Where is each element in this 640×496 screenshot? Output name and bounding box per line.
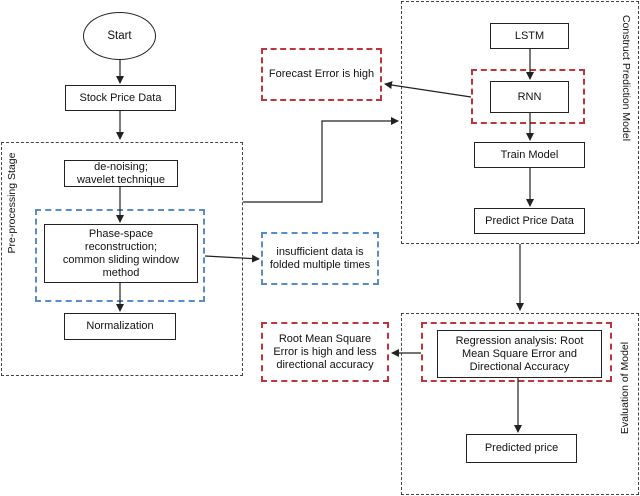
rnn-highlight: [471, 69, 585, 124]
normalization-node: Normalization: [64, 313, 176, 340]
insufficient-data-note: insufficient data is folded multiple tim…: [261, 232, 379, 285]
rnn-node: RNN: [490, 81, 569, 113]
evaluation-stage-box: [401, 313, 639, 495]
predicted-price-node: Predicted price: [466, 434, 577, 463]
train-model-node: Train Model: [474, 142, 585, 168]
predict-price-data-node: Predict Price Data: [474, 208, 585, 234]
forecast-error-note: Forecast Error is high: [261, 48, 382, 101]
regression-analysis-node: Regression analysis: Root Mean Square Er…: [437, 330, 602, 378]
arrow-preprocessing-to-model: [243, 117, 399, 203]
construct-model-stage-box: [401, 1, 639, 244]
lstm-node: LSTM: [490, 23, 569, 49]
preprocessing-stage-box: [1, 142, 243, 376]
arrow-phase-to-insufficient: [204, 254, 260, 263]
start-node: Start: [83, 12, 156, 60]
denoising-node: de-noising; wavelet technique: [64, 160, 178, 187]
rmse-high-note: Root Mean Square Error is high and less …: [261, 322, 389, 382]
regression-highlight: [421, 322, 612, 382]
phase-space-node: Phase-space reconstruction; common slidi…: [44, 224, 198, 283]
arrow-rnn-to-forecast-error: [384, 81, 472, 98]
stock-price-data-node: Stock Price Data: [65, 85, 176, 111]
